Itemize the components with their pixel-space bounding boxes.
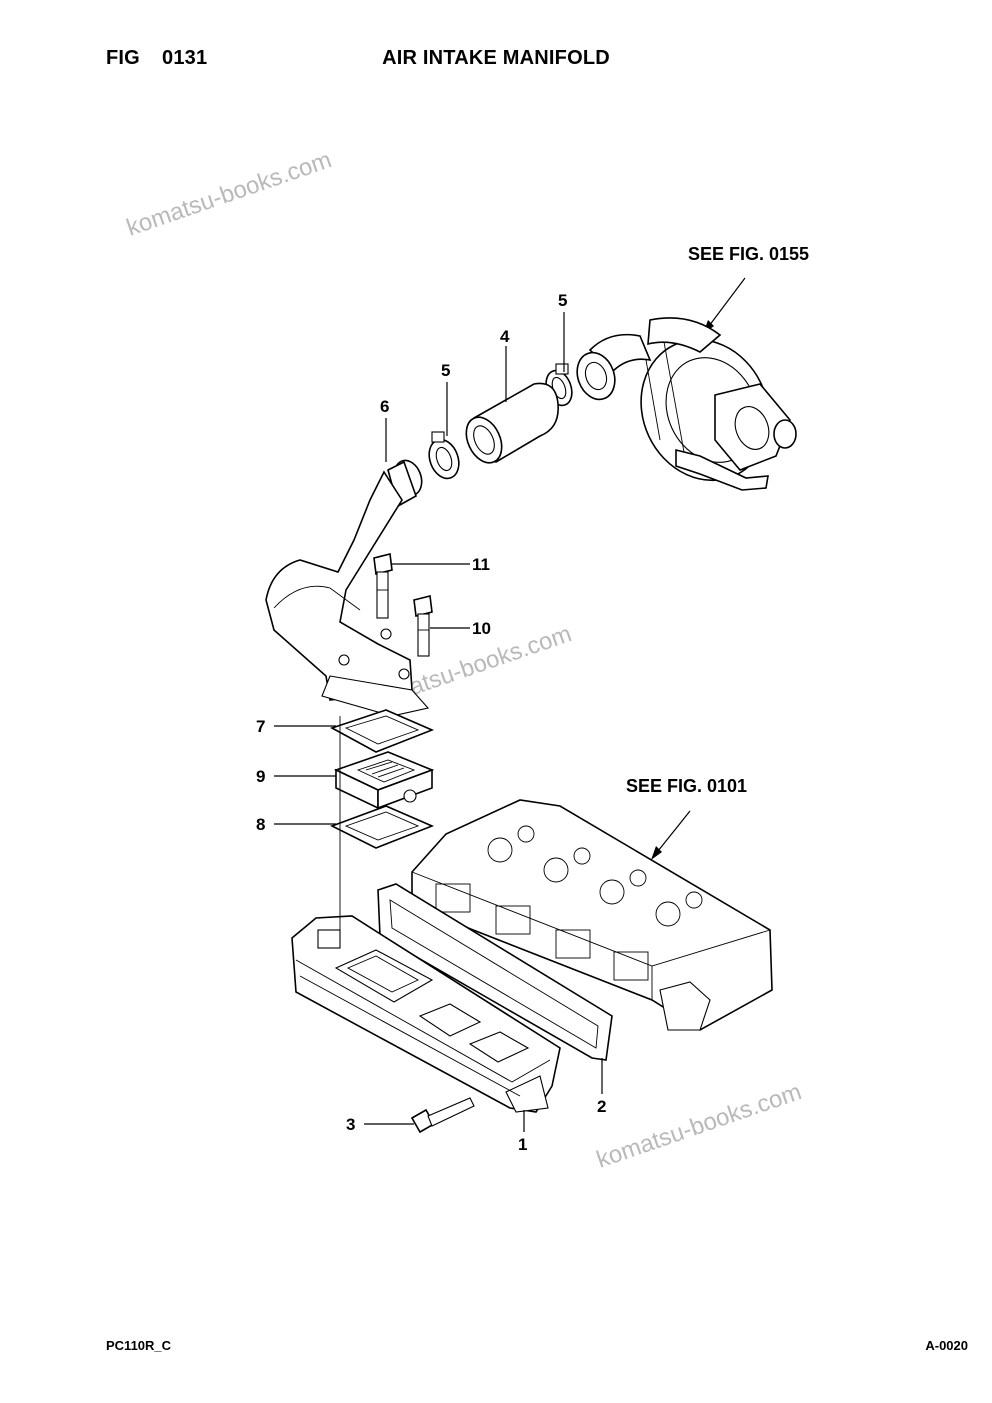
bolt-long [373,553,393,619]
intake-pipe [265,459,430,717]
gasket-lower [329,805,435,849]
callout-3: 3 [346,1115,355,1134]
callout-8: 8 [256,815,265,834]
gasket-upper [330,709,435,753]
reference-see-fig-0101: SEE FIG. 0101 [626,776,747,796]
reference-see-fig-0155: SEE FIG. 0155 [688,244,809,264]
hose-clamp-left [428,431,460,480]
page-title: AIR INTAKE MANIFOLD [382,47,610,69]
intake-spacer [333,751,435,810]
callout-9: 9 [256,767,265,786]
callout-4: 4 [500,327,510,346]
figure-number: 0131 [162,47,208,69]
callout-6: 6 [380,397,389,416]
watermark-1: komatsu-books.com [123,146,335,241]
callout-10: 10 [472,619,491,638]
cylinder-head [411,799,773,1031]
callout-5-right: 5 [558,291,567,310]
hose [465,382,559,464]
callout-11: 11 [472,555,490,574]
footer-model: PC110R_C [106,1338,172,1353]
reference-arrow-turbo [703,277,746,334]
callout-1: 1 [518,1135,527,1154]
figure-label: FIG [106,47,140,69]
callout-2: 2 [597,1097,606,1116]
callout-5-left: 5 [441,361,450,380]
bolt-short [413,595,433,657]
watermark-3: komatsu-books.com [593,1078,805,1173]
callout-7: 7 [256,717,265,736]
leader-lines [274,312,603,1132]
turbocharger [576,317,797,491]
manifold-bolt [410,1097,475,1134]
reference-arrow-head [651,810,691,860]
intake-manifold [291,915,561,1113]
footer-page-code: A-0020 [925,1338,968,1353]
